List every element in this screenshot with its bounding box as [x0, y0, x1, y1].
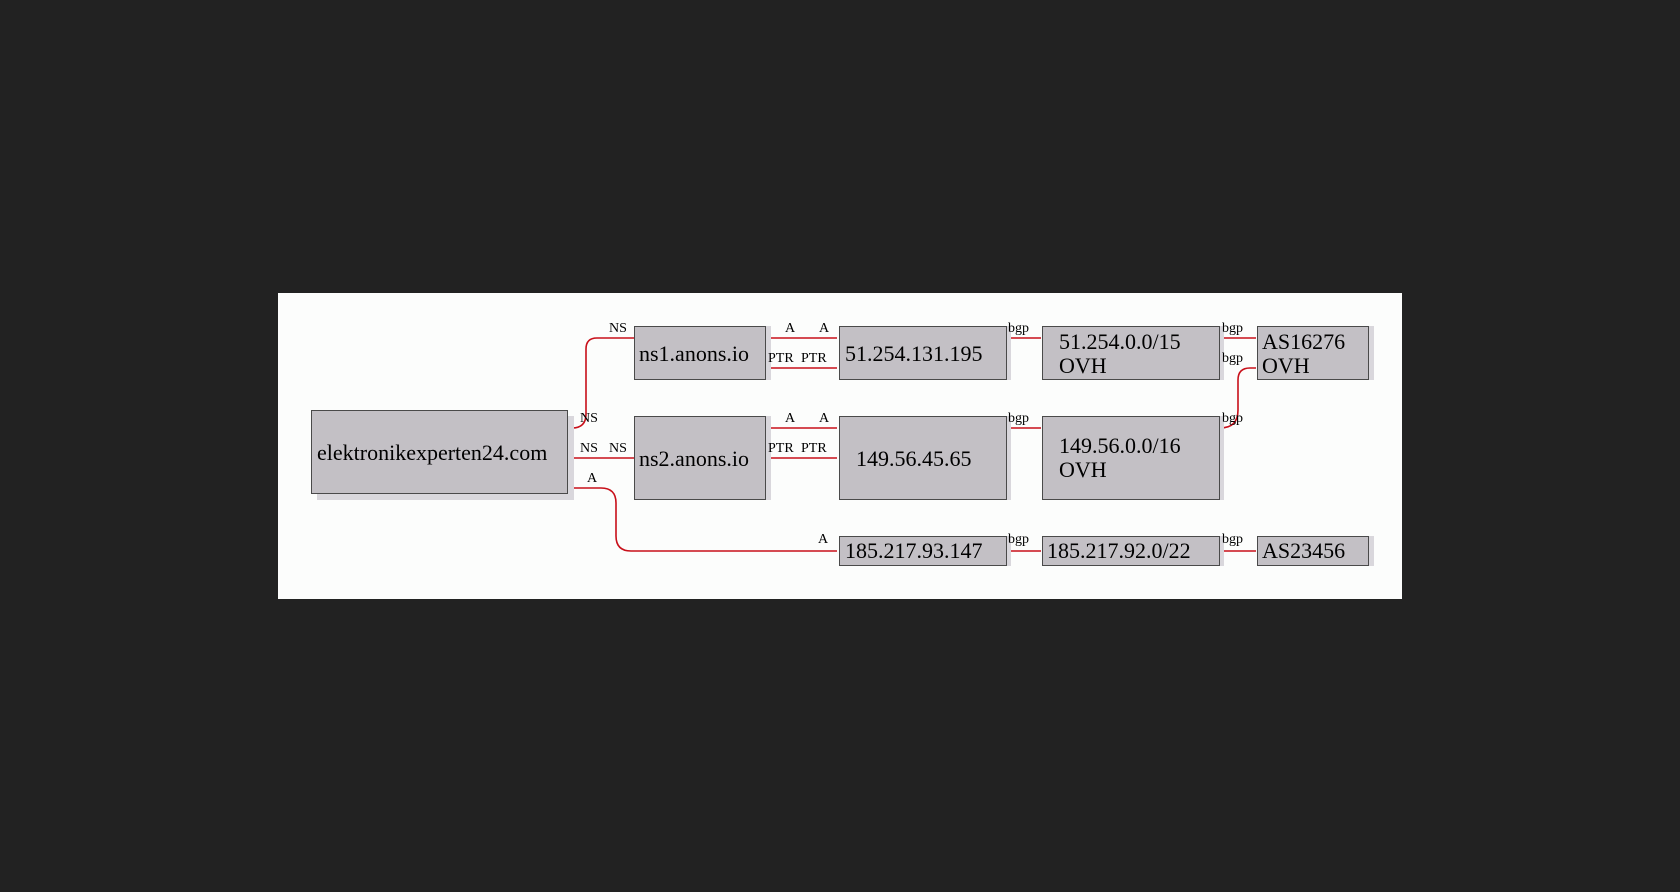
- node-net2[interactable]: 149.56.0.0/16 OVH: [1042, 416, 1220, 500]
- edge-label-ptr: PTR: [768, 351, 794, 366]
- diagram-canvas: elektronikexperten24.com ns1.anons.io ns…: [278, 293, 1402, 599]
- node-ip1-label: 51.254.131.195: [845, 341, 983, 366]
- node-ns2-label: ns2.anons.io: [639, 446, 749, 471]
- node-ns1[interactable]: ns1.anons.io: [634, 326, 766, 380]
- node-domain[interactable]: elektronikexperten24.com: [311, 410, 568, 494]
- edge-label-bgp: bgp: [1222, 532, 1243, 547]
- node-as1[interactable]: AS16276 OVH: [1257, 326, 1369, 380]
- edge-label-a: A: [587, 471, 598, 486]
- edge-label-ns: NS: [609, 321, 627, 336]
- edge-net2-as1: [1219, 367, 1256, 429]
- edge-label-ns: NS: [609, 441, 627, 456]
- edge-label-ptr: PTR: [768, 441, 794, 456]
- edge-label-ns: NS: [580, 441, 598, 456]
- node-ip1[interactable]: 51.254.131.195: [839, 326, 1007, 380]
- node-net2-prefix: 149.56.0.0/16: [1059, 433, 1181, 458]
- node-net3-prefix: 185.217.92.0/22: [1047, 538, 1191, 563]
- edge-label-a: A: [819, 411, 830, 426]
- edge-label-bgp: bgp: [1008, 321, 1029, 336]
- edge-label-bgp: bgp: [1222, 351, 1243, 366]
- edge-domain-ip3: [572, 487, 837, 552]
- node-net1-prefix: 51.254.0.0/15: [1059, 329, 1181, 354]
- node-as2-number: AS23456: [1262, 538, 1346, 563]
- node-net2-org: OVH: [1059, 457, 1107, 482]
- node-ip3-label: 185.217.93.147: [845, 538, 983, 563]
- node-domain-label: elektronikexperten24.com: [317, 440, 548, 465]
- node-net1-org: OVH: [1059, 353, 1107, 378]
- edge-label-bgp: bgp: [1222, 321, 1243, 336]
- edge-label-ptr: PTR: [801, 441, 827, 456]
- edge-label-bgp: bgp: [1008, 411, 1029, 426]
- edge-label-a: A: [785, 321, 796, 336]
- node-as1-number: AS16276: [1262, 329, 1346, 354]
- edge-label-ptr: PTR: [801, 351, 827, 366]
- edge-label-bgp: bgp: [1008, 532, 1029, 547]
- node-ip2-label: 149.56.45.65: [856, 446, 972, 471]
- node-as1-org: OVH: [1262, 353, 1310, 378]
- edge-label-a: A: [818, 532, 829, 547]
- node-ip3[interactable]: 185.217.93.147: [839, 536, 1007, 566]
- node-ns1-label: ns1.anons.io: [639, 341, 749, 366]
- edge-label-a: A: [819, 321, 830, 336]
- node-net3[interactable]: 185.217.92.0/22: [1042, 536, 1220, 566]
- edge-domain-ns1: [571, 337, 634, 429]
- node-as2[interactable]: AS23456: [1257, 536, 1369, 566]
- node-ip2[interactable]: 149.56.45.65: [839, 416, 1007, 500]
- node-ns2[interactable]: ns2.anons.io: [634, 416, 766, 500]
- edge-layer: [571, 337, 1256, 552]
- edge-label-a: A: [785, 411, 796, 426]
- node-net1[interactable]: 51.254.0.0/15 OVH: [1042, 326, 1220, 380]
- edge-label-bgp: bgp: [1222, 411, 1243, 426]
- edge-label-ns: NS: [580, 411, 598, 426]
